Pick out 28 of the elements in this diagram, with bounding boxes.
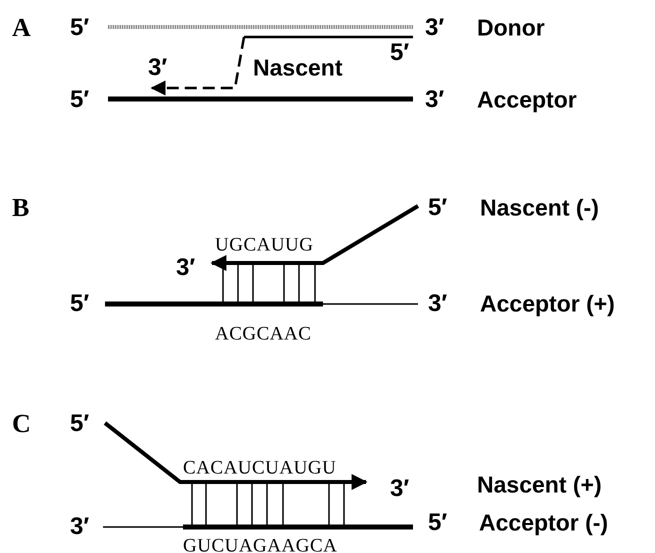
strand-end-label: 5′ xyxy=(70,16,90,40)
strand-end-label: 3′ xyxy=(428,292,448,316)
strand-end-label: 5′ xyxy=(70,292,90,316)
strand-end-label: 5′ xyxy=(428,196,448,220)
strand-name: Nascent xyxy=(253,56,342,80)
sequence-text: UGCAUUG xyxy=(215,236,314,254)
strand-name: Acceptor xyxy=(477,88,577,112)
strand-name: Nascent (-) xyxy=(480,196,599,220)
strand-name: Donor xyxy=(477,16,545,40)
sequence-text: ACGCAAC xyxy=(215,324,312,344)
strand-name: Acceptor (+) xyxy=(480,292,615,316)
strand-name: Acceptor (-) xyxy=(479,512,608,534)
strand-end-label: 3′ xyxy=(176,256,196,280)
strand-end-label: 5′ xyxy=(428,511,448,535)
strand-end-label: 3′ xyxy=(390,477,410,501)
sequence-text: CACAUCUAUGU xyxy=(183,458,336,478)
strand-end-label: 5′ xyxy=(390,41,410,65)
strand-end-label: 3′ xyxy=(425,16,444,40)
panel-letter: A xyxy=(12,15,31,41)
strand-end-label: 5′ xyxy=(70,412,90,436)
strand-end-label: 3′ xyxy=(148,56,168,80)
strand-end-label: 3′ xyxy=(425,88,444,112)
sequence-text: GUCUAGAAGCA xyxy=(183,536,338,553)
panel-letter: C xyxy=(12,411,31,437)
panel-letter: B xyxy=(12,195,30,221)
strand-name: Nascent (+) xyxy=(477,474,602,496)
strand-end-label: 5′ xyxy=(70,88,90,112)
strand-end-label: 3′ xyxy=(70,515,90,539)
